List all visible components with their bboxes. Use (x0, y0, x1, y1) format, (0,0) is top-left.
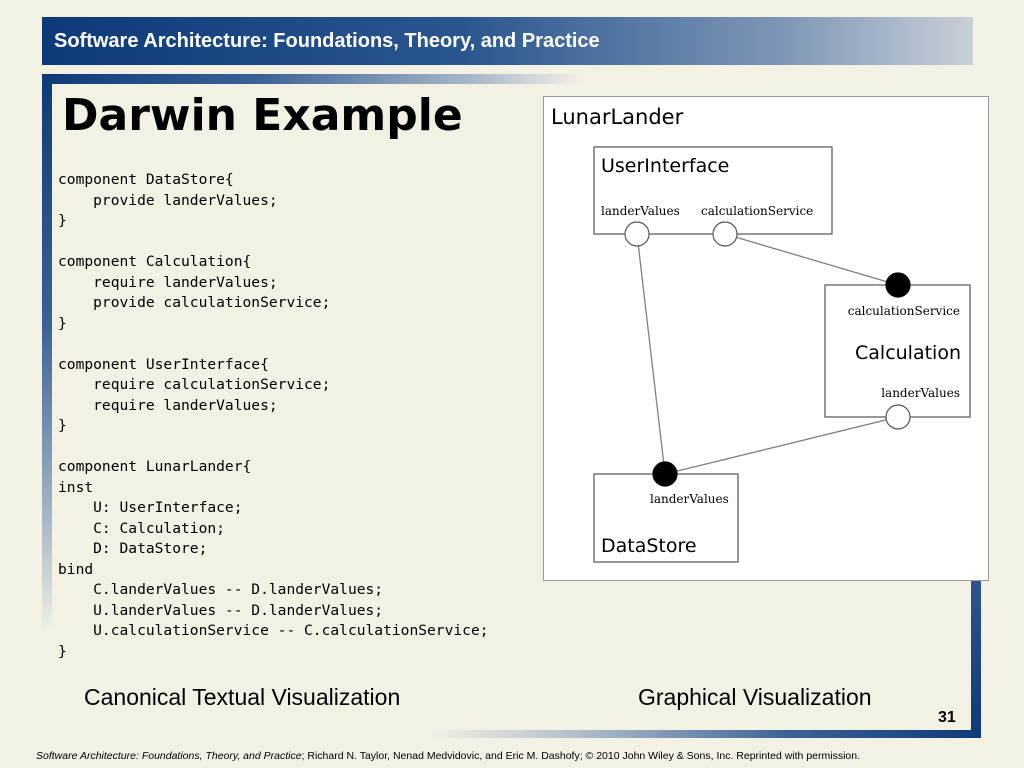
component-calculation (824, 284, 971, 418)
code-line: } (58, 642, 67, 660)
code-line: bind (58, 560, 94, 578)
code-line: } (58, 314, 67, 332)
link-ui-calculation-service (724, 233, 899, 286)
component-user-interface (593, 146, 833, 235)
ui-calculation-service-required-port (712, 221, 738, 247)
code-line: component UserInterface{ (58, 355, 269, 373)
code-line: U.calculationService -- C.calculationSer… (58, 622, 489, 639)
code-line: component DataStore{ (58, 171, 234, 188)
lunar-lander-diagram: LunarLander UserInterface landerValues c… (543, 96, 989, 581)
caption-textual-visualization: Canonical Textual Visualization (84, 684, 401, 710)
code-line: require landerValues; (58, 273, 278, 291)
link-calculation-lander-values (664, 416, 899, 475)
port-label-calc-calculation-service: calculationService (848, 304, 960, 318)
code-line: component Calculation{ (58, 253, 252, 270)
code-line: component LunarLander{ (58, 458, 252, 475)
code-line: require landerValues; (58, 396, 278, 414)
footer-citation: Software Architecture: Foundations, Theo… (36, 750, 860, 762)
code-line: } (58, 212, 67, 229)
component-calculation-name: Calculation (855, 342, 961, 364)
footer-book-title: Software Architecture: Foundations, Theo… (36, 750, 302, 762)
frame-top-border (42, 74, 582, 84)
code-line: require calculationService; (58, 376, 331, 393)
code-line: C.landerValues -- D.landerValues; (58, 581, 384, 598)
caption-graphical-visualization: Graphical Visualization (638, 684, 872, 710)
code-line (58, 437, 489, 458)
header-banner: Software Architecture: Foundations, Theo… (42, 17, 973, 65)
code-line: C: Calculation; (58, 519, 225, 537)
port-label-ui-lander-values: landerValues (601, 204, 680, 218)
code-line (58, 334, 489, 355)
component-data-store-name: DataStore (601, 535, 697, 557)
code-line: } (58, 417, 67, 434)
page-number: 31 (938, 709, 956, 726)
footer-credits: ; Richard N. Taylor, Nenad Medvidovic, a… (301, 750, 861, 762)
port-label-ds-lander-values: landerValues (650, 492, 729, 506)
diagram-title: LunarLander (551, 105, 684, 129)
port-label-ui-calculation-service: calculationService (701, 204, 813, 218)
code-line: U.landerValues -- D.landerValues; (58, 601, 384, 619)
calc-lander-values-required-port (885, 404, 911, 430)
code-line: inst (58, 478, 94, 496)
port-label-calc-lander-values: landerValues (881, 386, 960, 400)
code-line: U: UserInterface; (58, 499, 243, 516)
ui-lander-values-required-port (624, 221, 650, 247)
darwin-code-listing: component DataStore{ provide landerValue… (58, 170, 489, 662)
component-data-store (593, 473, 739, 563)
slide-title: Darwin Example (62, 90, 463, 141)
frame-bottom-border (430, 730, 981, 738)
code-line: provide calculationService; (58, 294, 331, 311)
calc-calculation-service-provided-port (885, 272, 911, 298)
code-line: provide landerValues; (58, 191, 278, 209)
ds-lander-values-provided-port (652, 461, 678, 487)
code-line (58, 232, 489, 253)
component-user-interface-name: UserInterface (601, 155, 729, 177)
frame-left-border (42, 74, 52, 634)
link-ui-lander-values (636, 233, 666, 475)
code-line: D: DataStore; (58, 540, 208, 557)
